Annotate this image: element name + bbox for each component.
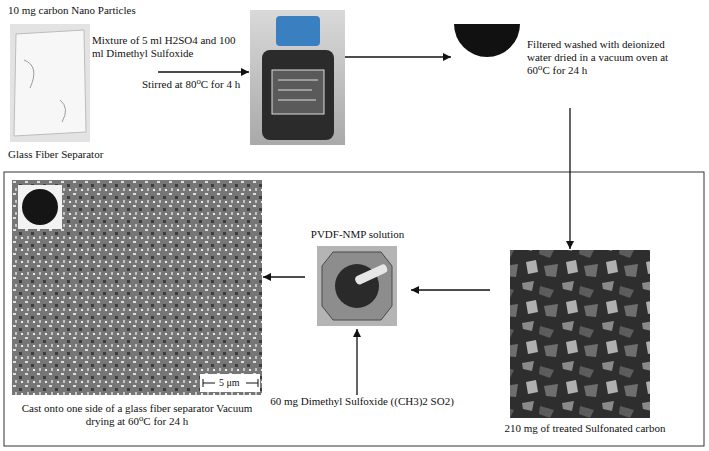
sem-photo — [12, 180, 262, 395]
step-note: Stirred at 80⁰C for 4 h — [142, 78, 240, 91]
flow-arrow — [411, 289, 490, 290]
flow-arrow — [569, 108, 570, 249]
glass-fiber-photo — [10, 24, 90, 142]
glass-fiber-sheet — [14, 30, 86, 136]
bottle-graduation — [278, 80, 318, 100]
photo-panel — [250, 10, 345, 145]
caption-text: 60 mg Dimethyl Sulfoxide ((CH3)2 SO2) — [262, 395, 462, 408]
filter-cake-photo — [454, 24, 520, 57]
caption-text: Cast onto one side of a glass fiber sepa… — [12, 402, 262, 428]
inset-disc — [22, 189, 58, 225]
photo-panel: Filtered washed with deionized water dri… — [452, 10, 682, 108]
caption-text: PVDF-NMP solution — [305, 228, 410, 241]
edge-label: Mixture of 5 ml H2SO4 and 100 ml Dimethy… — [92, 34, 247, 60]
photo-panel: PVDF-NMP solution — [305, 228, 410, 328]
scale-ground — [200, 374, 260, 392]
mortar-photo — [317, 246, 397, 326]
sulfonated-carbon-photo — [510, 250, 650, 418]
flow-arrow — [263, 276, 305, 277]
scale-label: 5 μm — [219, 376, 240, 389]
caption-text: Filtered washed with deionized water dri… — [527, 38, 677, 77]
flow-arrow — [356, 329, 357, 395]
sheet-crease — [24, 60, 66, 122]
pestle — [354, 263, 389, 286]
photo-panel: Cast onto one side of a glass fiber sepa… — [12, 180, 262, 432]
flow-arrow — [158, 71, 249, 72]
photo-panel: 210 mg of treated Sulfonated carbon — [490, 250, 680, 438]
caption-text: Glass Fiber Separator — [8, 148, 158, 161]
bottle-body — [262, 50, 334, 140]
caption-text: 210 mg of treated Sulfonated carbon — [490, 422, 680, 435]
inset-ground — [18, 185, 62, 229]
bottle-cap — [276, 16, 320, 46]
flow-arrow — [345, 56, 451, 57]
frame-border — [4, 172, 704, 446]
bottle-photo — [250, 10, 345, 145]
mortar-bowl — [322, 252, 392, 320]
bottle-label — [272, 70, 324, 114]
caption-text: 10 mg carbon Nano Particles — [8, 4, 158, 17]
photo-panel: 10 mg carbon Nano ParticlesGlass Fiber S… — [8, 4, 158, 164]
reagent-note: 60 mg Dimethyl Sulfoxide ((CH3)2 SO2) — [262, 395, 462, 411]
